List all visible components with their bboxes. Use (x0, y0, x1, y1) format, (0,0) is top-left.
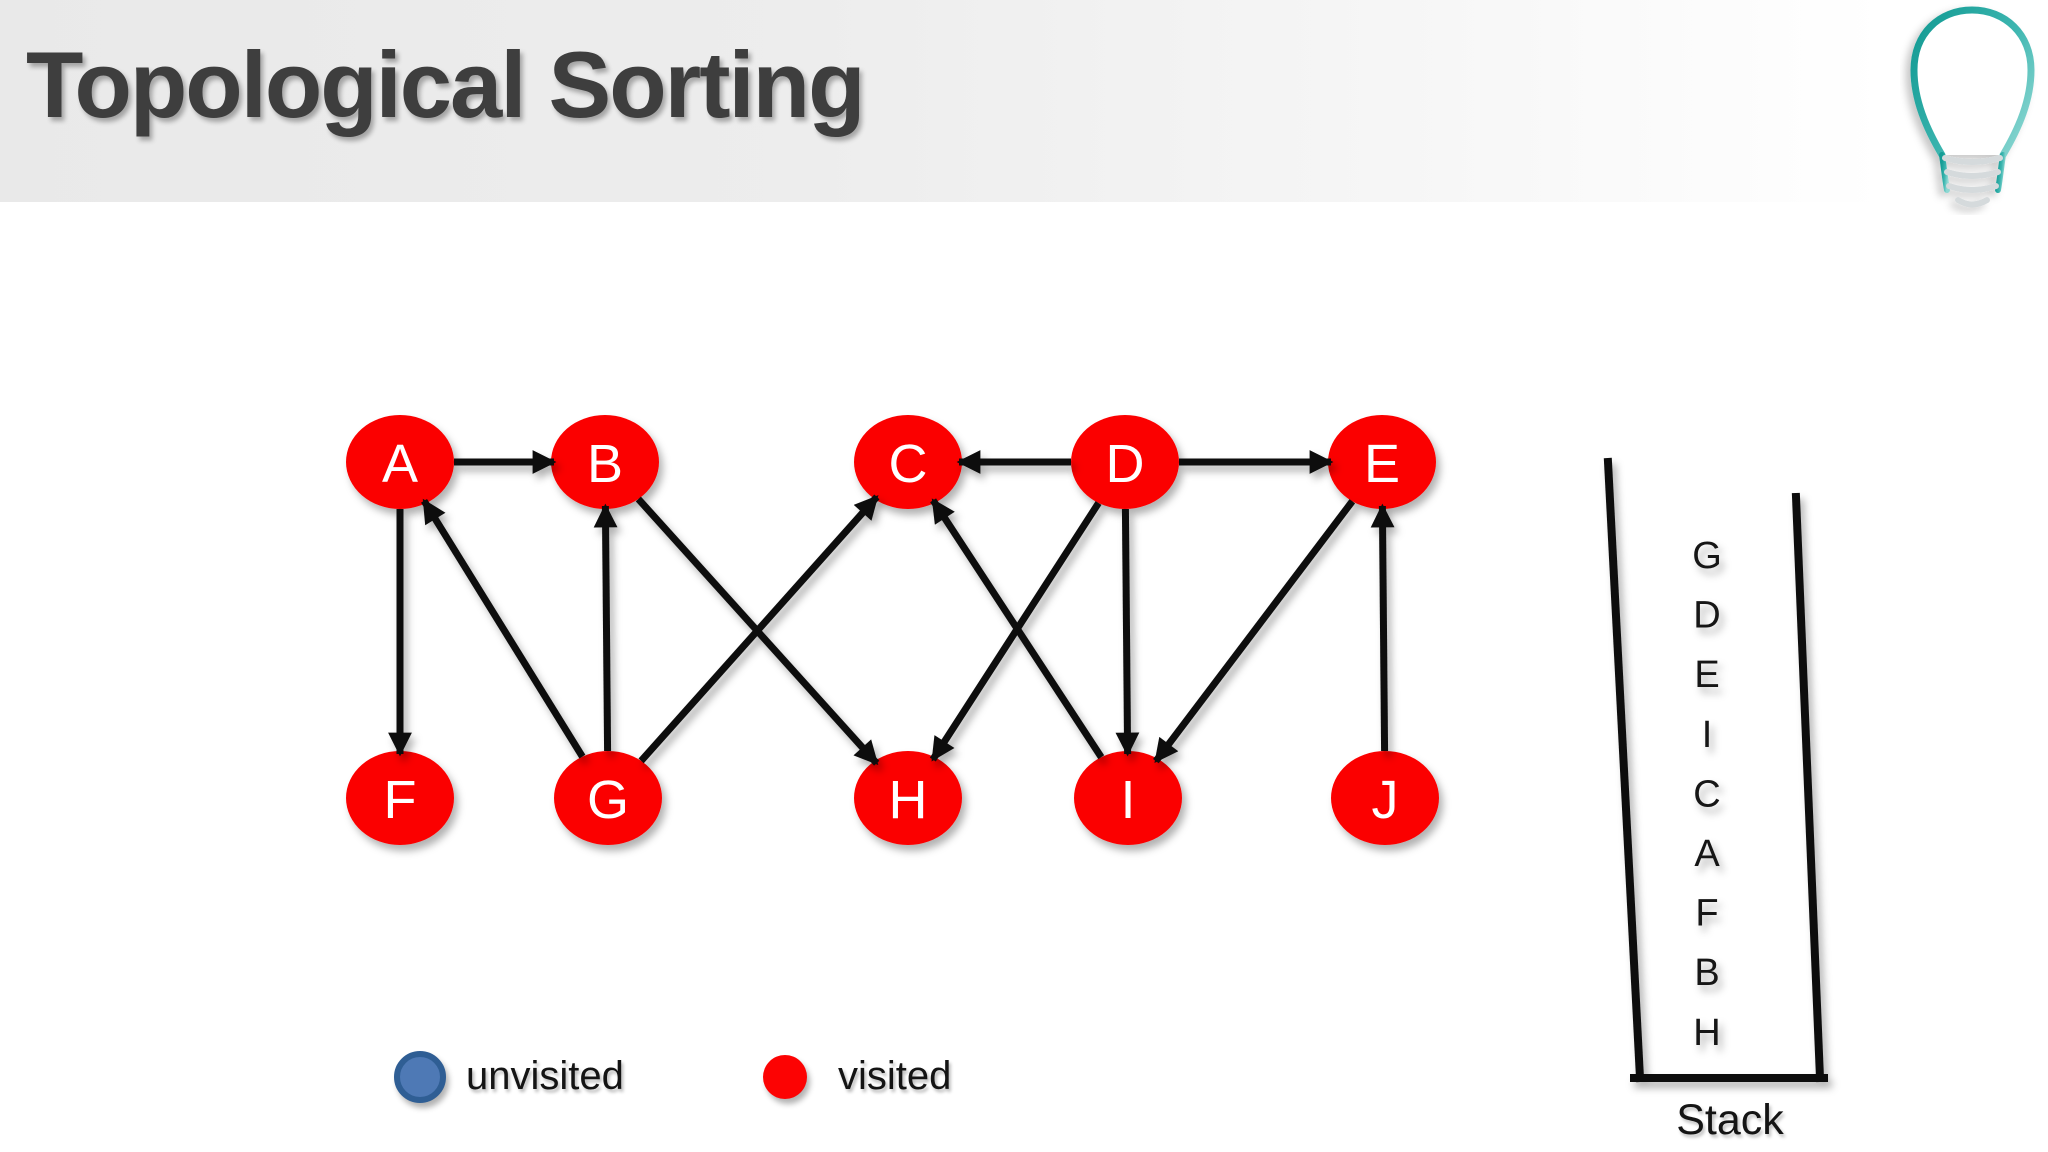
node-G (554, 751, 662, 845)
visited-label: visited (838, 1054, 952, 1098)
graph-nodes: A B C D E F G H I J (346, 415, 1439, 845)
stack-left-wall (1603, 457, 1645, 1083)
stack-item-G: G (1692, 535, 1722, 577)
node-label-C: C (889, 434, 928, 494)
graph-edges (388, 450, 1395, 766)
node-label-A: A (382, 434, 418, 494)
node-I (1074, 751, 1182, 845)
stack-label: Stack (1676, 1096, 1784, 1144)
edge-E-I (1153, 499, 1356, 764)
edge-D-I (1115, 508, 1140, 757)
unvisited-label: unvisited (466, 1054, 624, 1098)
node-A (346, 415, 454, 509)
unvisited-swatch (394, 1051, 446, 1103)
stack-item-H: H (1693, 1012, 1720, 1054)
visited-swatch (763, 1055, 807, 1099)
edge-I-C (930, 498, 1105, 760)
node-J (1331, 751, 1439, 845)
node-label-H: H (889, 770, 928, 830)
edge-G-A (421, 498, 586, 759)
stack-item-C: C (1693, 773, 1720, 815)
node-label-E: E (1364, 434, 1400, 494)
lightbulb-icon (1910, 6, 2035, 208)
node-H (854, 751, 962, 845)
node-D (1071, 415, 1179, 509)
edge-B-H (635, 496, 880, 766)
stack-right-wall (1791, 492, 1825, 1083)
node-C (854, 415, 962, 509)
node-label-D: D (1106, 434, 1145, 494)
node-label-I: I (1120, 770, 1135, 830)
slide-header: Topological Sorting (0, 0, 2048, 202)
stack-item-B: B (1694, 952, 1719, 994)
edge-J-E (1370, 503, 1395, 752)
page-title: Topological Sorting (26, 32, 866, 137)
stack-item-F: F (1695, 893, 1718, 935)
node-label-G: G (587, 770, 629, 830)
stack-item-E: E (1694, 654, 1719, 696)
node-E (1328, 415, 1436, 509)
stack-item-I: I (1702, 714, 1713, 756)
edge-G-B (593, 503, 618, 752)
stack-item-A: A (1694, 833, 1720, 875)
node-label-F: F (384, 770, 417, 830)
node-label-B: B (587, 434, 623, 494)
node-label-J: J (1372, 770, 1399, 830)
node-B (551, 415, 659, 509)
node-F (346, 751, 454, 845)
stack-item-D: D (1693, 595, 1720, 637)
